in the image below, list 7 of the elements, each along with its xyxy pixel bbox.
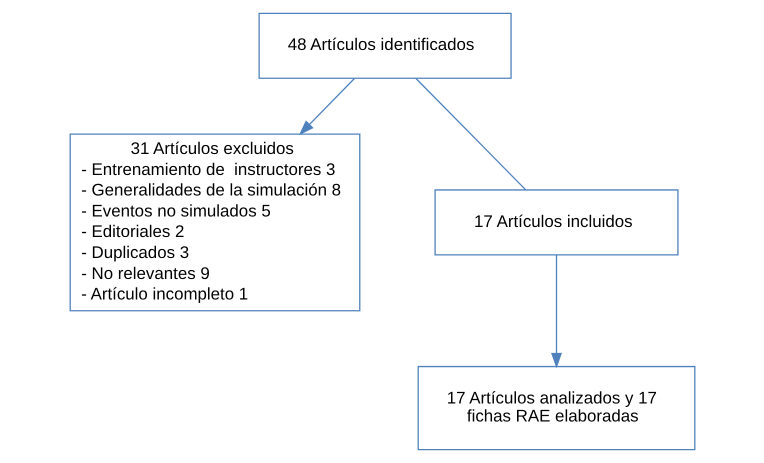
node-box: 31 Artículos excluidos - Entrenamiento de instructores 3 - Generalidades de la simulación 8 - Eventos no simulados 5 - Editoriales 2 - Duplicados 3 - No relevantes 9 - Artículo incompleto 1: [69, 133, 360, 312]
connector: [415, 78, 526, 190]
arrow: [298, 78, 354, 136]
arrow: [550, 255, 562, 368]
node-box: 17 Artículos incluidos: [434, 189, 678, 256]
node-box: 17 Artículos analizados y 17 fichas RAE elaboradas: [417, 366, 695, 450]
node-box: 48 Artículos identificados: [258, 12, 512, 79]
